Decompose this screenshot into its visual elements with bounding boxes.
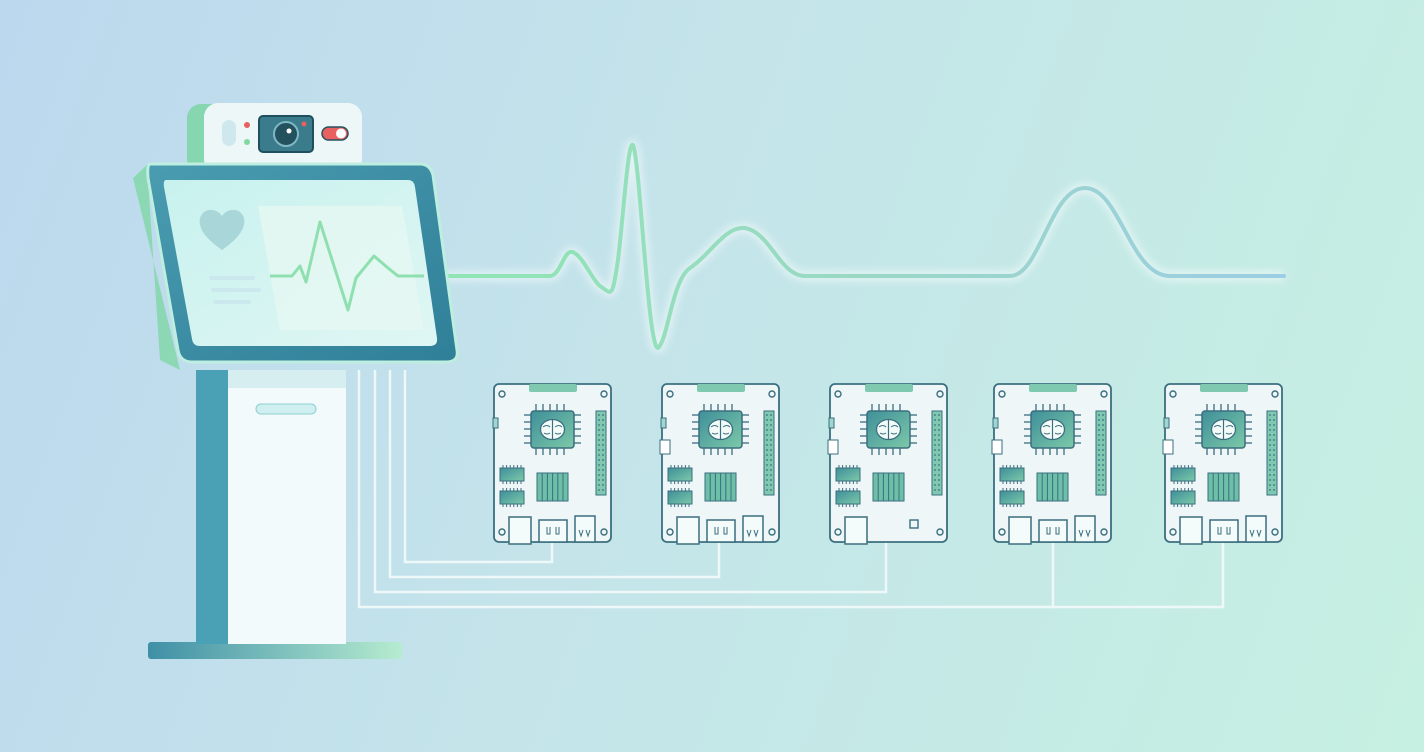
brain-chip-icon bbox=[1195, 404, 1252, 455]
kiosk-stand bbox=[196, 370, 230, 644]
brain-chip-icon bbox=[692, 404, 749, 455]
compute-boards bbox=[492, 383, 1283, 545]
kiosk-base bbox=[148, 642, 402, 659]
brain-chip-icon bbox=[860, 404, 917, 455]
led-green bbox=[244, 139, 250, 145]
compute-board bbox=[827, 383, 948, 545]
compute-board bbox=[492, 383, 612, 545]
connection-wires bbox=[357, 370, 1225, 609]
compute-board bbox=[1162, 383, 1283, 545]
heart-icon bbox=[199, 209, 245, 250]
brain-chip-icon bbox=[1024, 404, 1081, 455]
compute-board bbox=[659, 383, 780, 545]
ecg-waveform bbox=[443, 139, 1286, 354]
compute-board bbox=[991, 383, 1112, 545]
kiosk bbox=[133, 103, 459, 659]
brain-chip-icon bbox=[524, 404, 581, 455]
kiosk-body bbox=[228, 370, 346, 644]
led-red bbox=[244, 122, 250, 128]
